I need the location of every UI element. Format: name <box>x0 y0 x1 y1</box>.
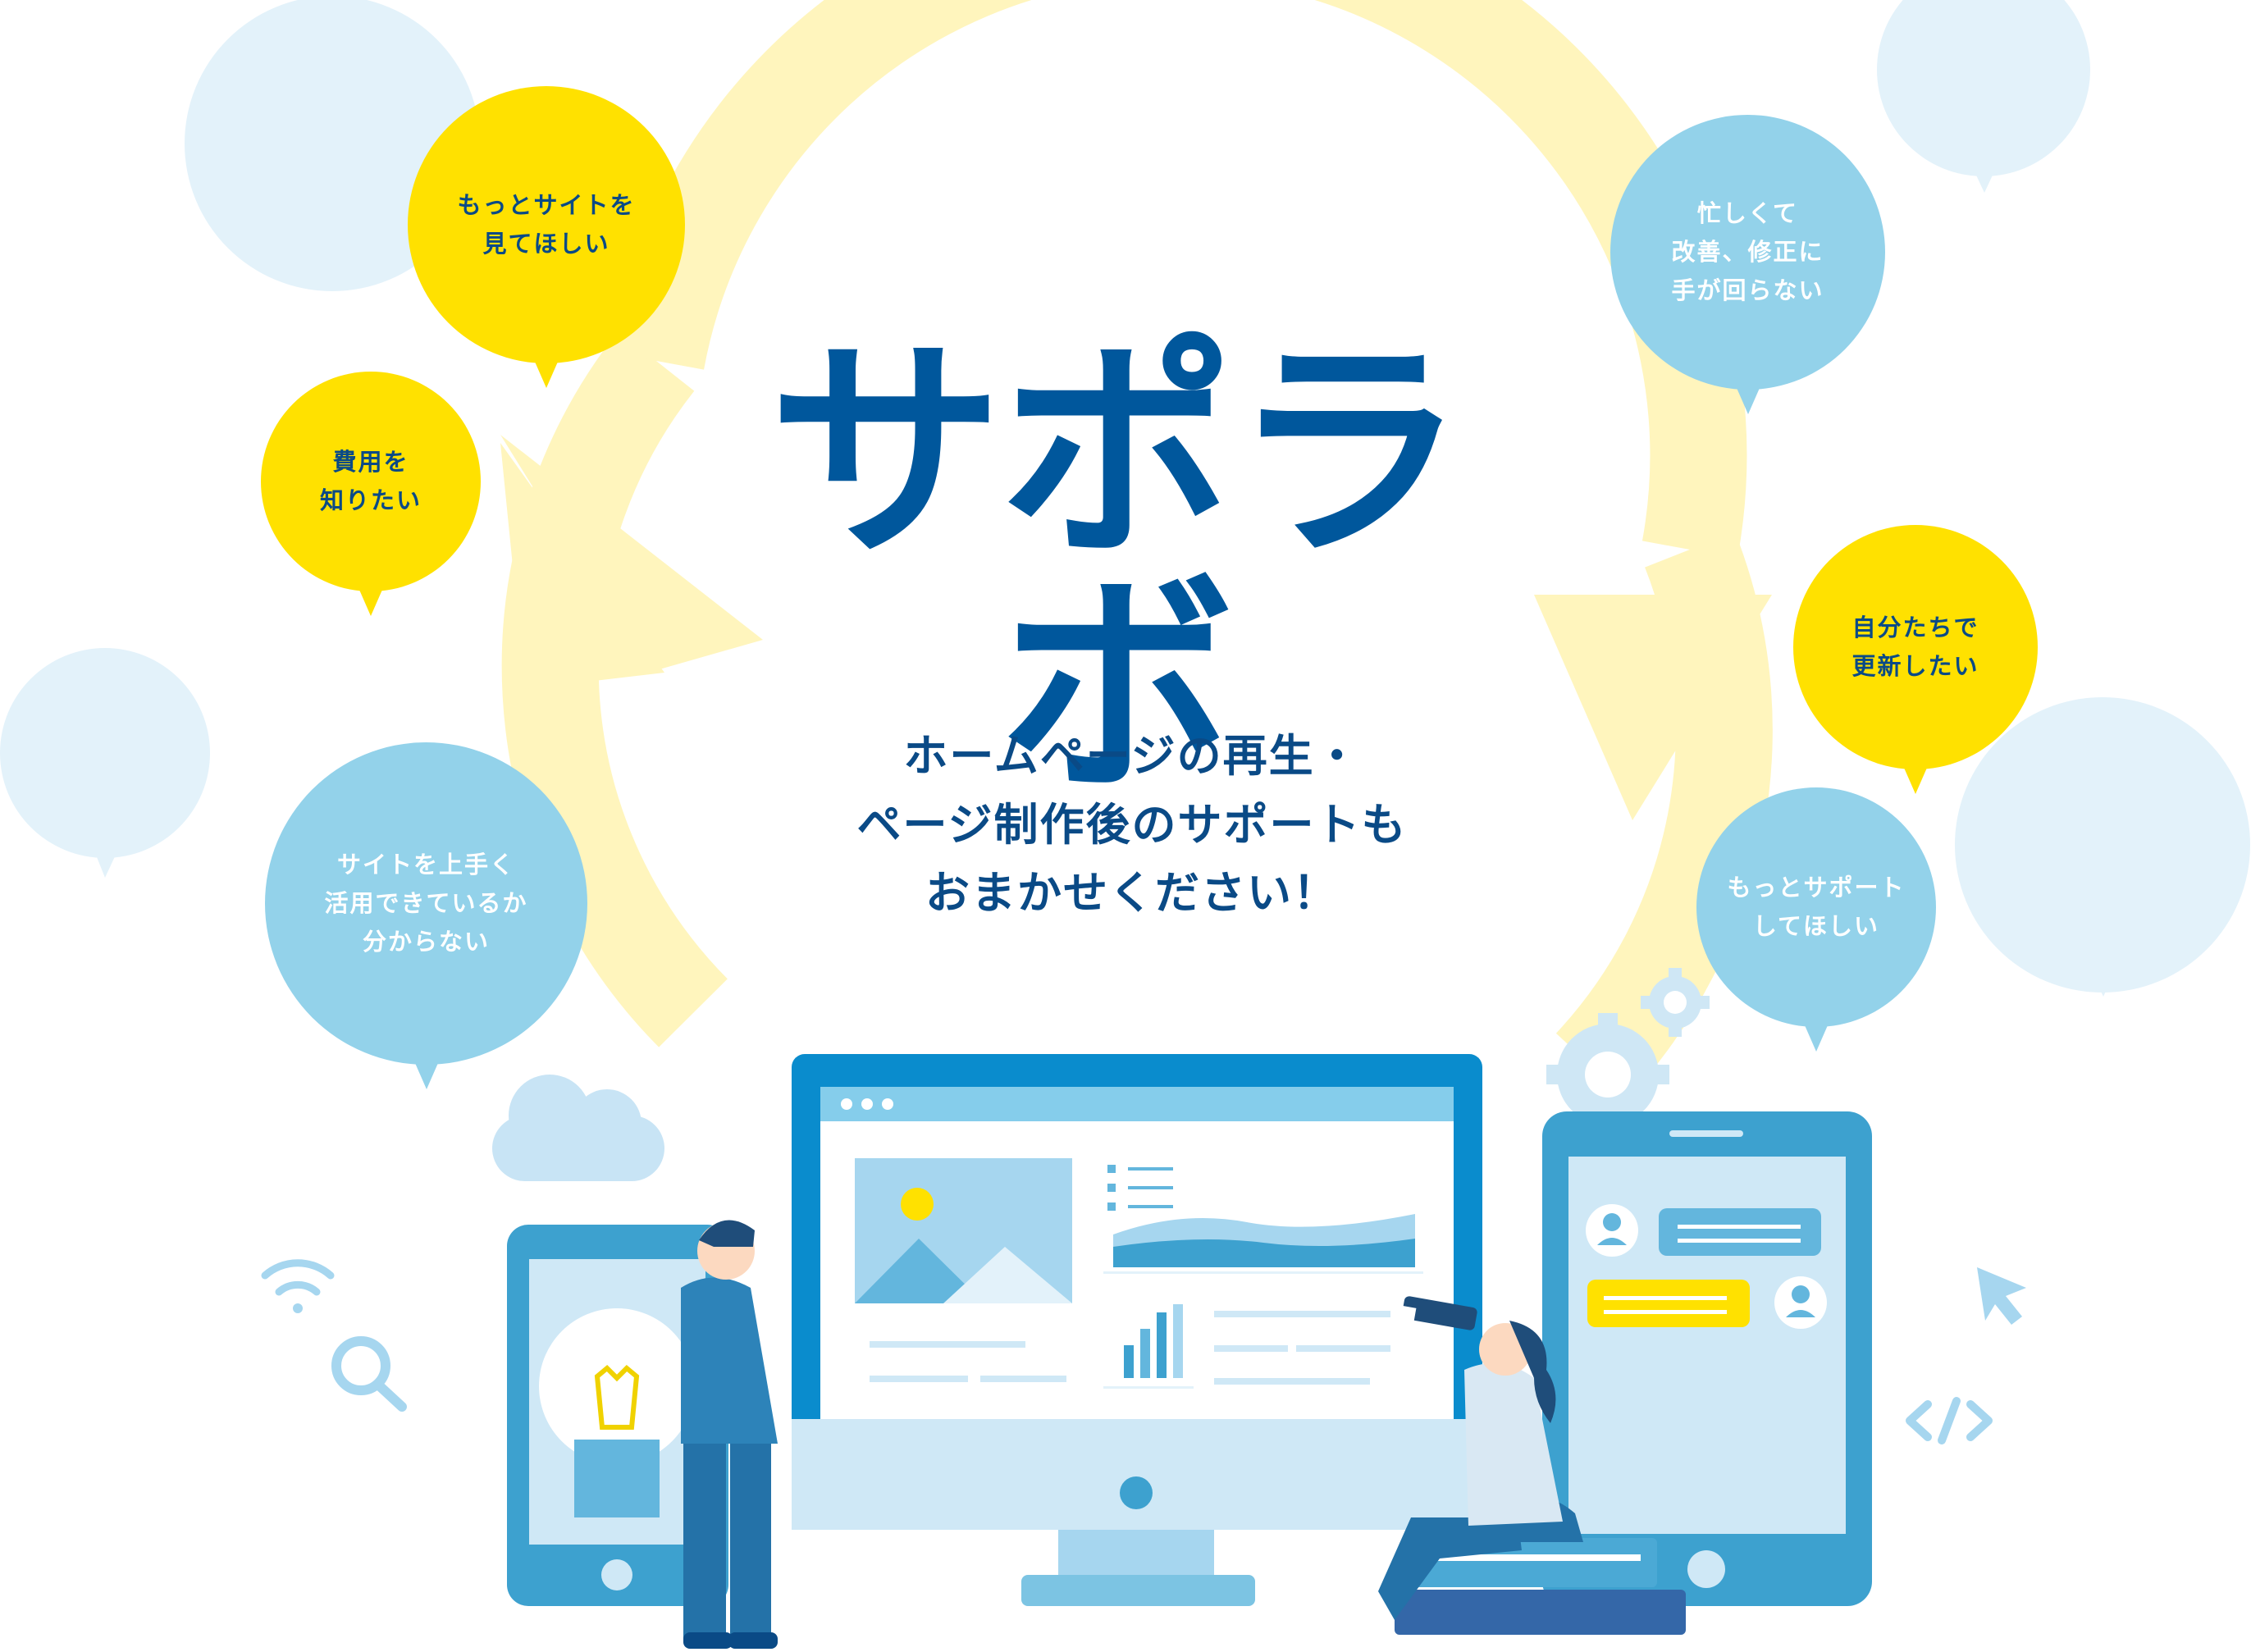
speech-bubble-text: もっとサポート してほしい <box>1727 874 1906 940</box>
code-icon <box>1906 1397 1993 1444</box>
speech-bubble-cost: 費用を 知りたい <box>261 372 481 616</box>
gear-small-icon <box>1641 968 1710 1037</box>
speech-bubble-busy: 忙しくて 改善、修正に 手が回らない <box>1610 115 1885 414</box>
image-icon <box>855 1158 1072 1303</box>
woman-with-telescope <box>1378 1296 1686 1635</box>
speech-bubble-text: 忙しくて 改善、修正に 手が回らない <box>1671 199 1824 304</box>
wifi-icon <box>261 1259 335 1313</box>
cloud-icon <box>492 1075 664 1181</box>
brand-title: サポラボ <box>769 317 1466 824</box>
cursor-icon <box>1977 1267 2026 1325</box>
speech-bubble-text: 自分たちで 更新したい <box>1851 614 1979 680</box>
search-icon <box>331 1336 407 1412</box>
lightbulb-icon <box>539 1308 695 1517</box>
desktop-monitor <box>792 1054 1482 1606</box>
man-figure <box>681 1220 778 1649</box>
speech-bubble-more-support: もっとサポート してほしい <box>1696 787 1936 1052</box>
right-tablet <box>1542 1111 1872 1606</box>
pale-bubbles <box>0 0 2250 997</box>
speech-bubble-text: サイトを上手く 活用できているか 分からない <box>324 851 528 956</box>
gear-icon <box>1546 1013 1669 1136</box>
user-icon-2 <box>1774 1276 1827 1329</box>
left-tablet <box>507 1225 728 1606</box>
brand-tagline: ホームページの再生・ ページ制作後のサポートも おまかせください！ <box>856 730 1408 920</box>
speech-bubble-see-more: もっとサイトを 見てほしい <box>408 86 685 388</box>
user-icon <box>1586 1204 1638 1257</box>
speech-bubble-utilize: サイトを上手く 活用できているか 分からない <box>265 742 587 1089</box>
speech-bubble-text: 費用を 知りたい <box>319 448 422 514</box>
speech-bubble-text: もっとサイトを 見てほしい <box>457 191 636 258</box>
speech-bubble-self-update: 自分たちで 更新したい <box>1793 525 2038 794</box>
